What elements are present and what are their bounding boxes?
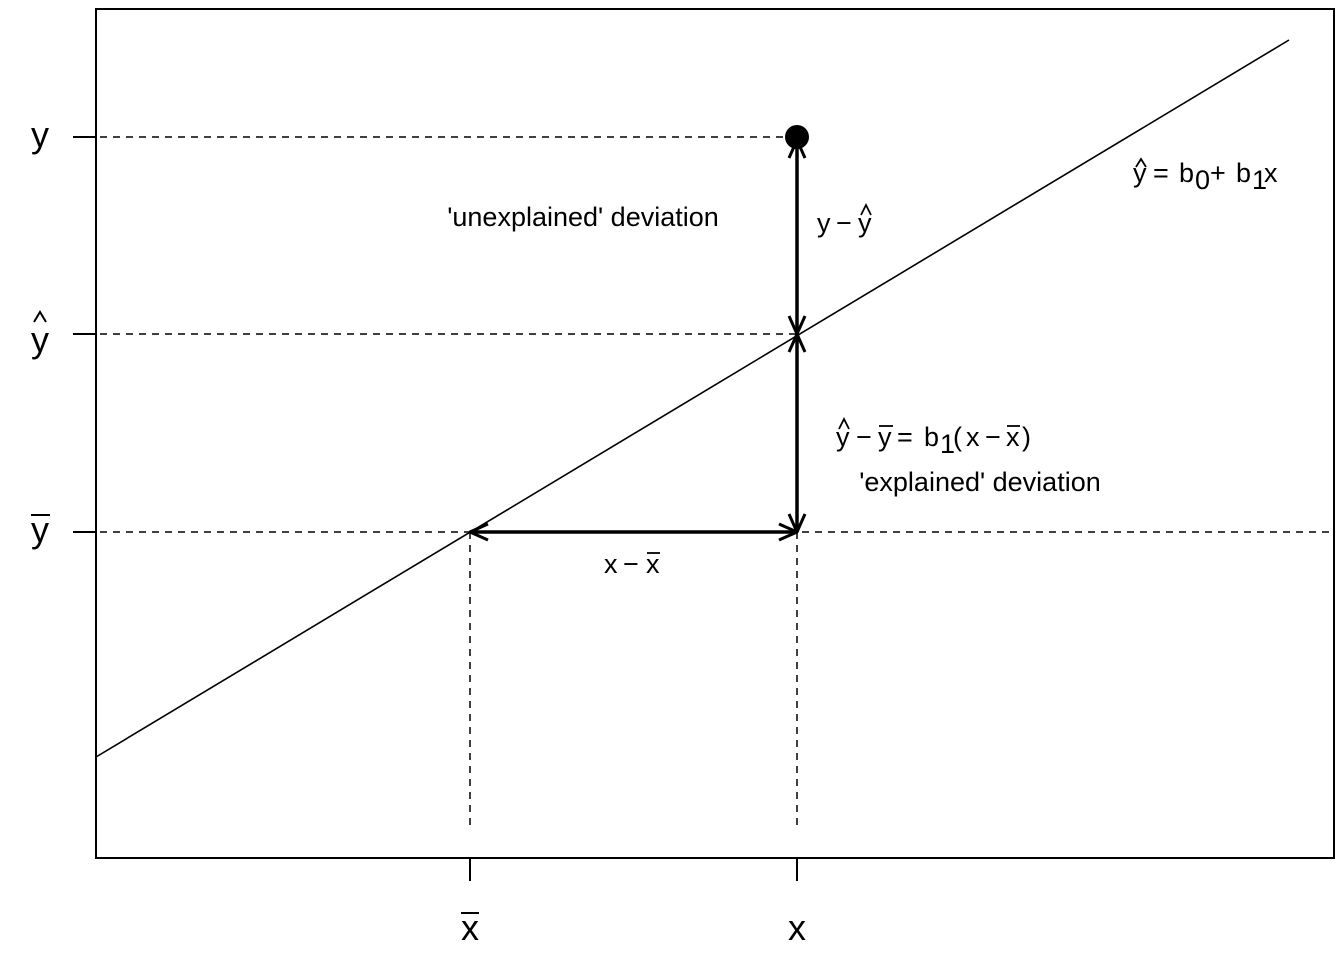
exp-rparen: ) bbox=[1022, 422, 1031, 452]
xdev-x: x bbox=[604, 549, 618, 579]
exp-ybar: y bbox=[878, 422, 892, 452]
exp-b1-sub: 1 bbox=[940, 429, 955, 459]
label-x-bar: x bbox=[461, 907, 479, 948]
explained-deviation-label: 'explained' deviation bbox=[859, 467, 1100, 497]
label-y-bar-letter: y bbox=[31, 509, 49, 550]
xdev-xbar: x bbox=[646, 549, 660, 579]
res-yhat: y bbox=[858, 208, 872, 238]
res-y: y bbox=[817, 208, 831, 238]
residual-equation: y − y bbox=[817, 202, 872, 238]
eq-x: x bbox=[1264, 158, 1278, 188]
plot-frame bbox=[95, 8, 1335, 859]
exp-yhat: y bbox=[836, 422, 850, 452]
eq-b1: b bbox=[1236, 158, 1251, 188]
hat-accent bbox=[33, 310, 47, 323]
label-y-bar: y bbox=[31, 509, 50, 550]
exp-xbar: x bbox=[1006, 422, 1020, 452]
x-deviation-equation: x − x bbox=[604, 549, 660, 579]
res-minus: − bbox=[836, 208, 852, 238]
hat-accent bbox=[838, 416, 850, 430]
exp-b1: b bbox=[924, 422, 939, 452]
eq-b0-sub: 0 bbox=[1195, 165, 1210, 195]
exp-lparen: ( bbox=[953, 422, 962, 452]
xdev-minus: − bbox=[623, 549, 639, 579]
regression-equation: y = b 0 + b 1 x bbox=[1133, 157, 1278, 195]
exp-equals: = bbox=[897, 422, 913, 452]
eq-plus: + bbox=[1210, 158, 1226, 188]
label-y: y bbox=[31, 114, 49, 155]
label-x-bar-letter: x bbox=[461, 907, 479, 948]
regression-line bbox=[95, 39, 1290, 758]
unexplained-deviation-label: 'unexplained' deviation bbox=[447, 202, 719, 232]
explained-equation: y − y = b 1 ( x − x ) bbox=[836, 416, 1031, 459]
exp-minus2: − bbox=[985, 422, 1001, 452]
eq-b0: b bbox=[1179, 158, 1194, 188]
exp-minus: − bbox=[856, 422, 872, 452]
label-y-hat-letter: y bbox=[31, 319, 49, 360]
label-x: x bbox=[788, 907, 806, 948]
hat-accent bbox=[860, 202, 872, 216]
hat-accent bbox=[1135, 157, 1147, 168]
eq-b1-sub: 1 bbox=[1252, 165, 1267, 195]
exp-x: x bbox=[966, 422, 980, 452]
eq-lhs-y: y bbox=[1133, 158, 1147, 188]
eq-equals: = bbox=[1153, 158, 1169, 188]
label-y-hat: y bbox=[31, 310, 49, 360]
